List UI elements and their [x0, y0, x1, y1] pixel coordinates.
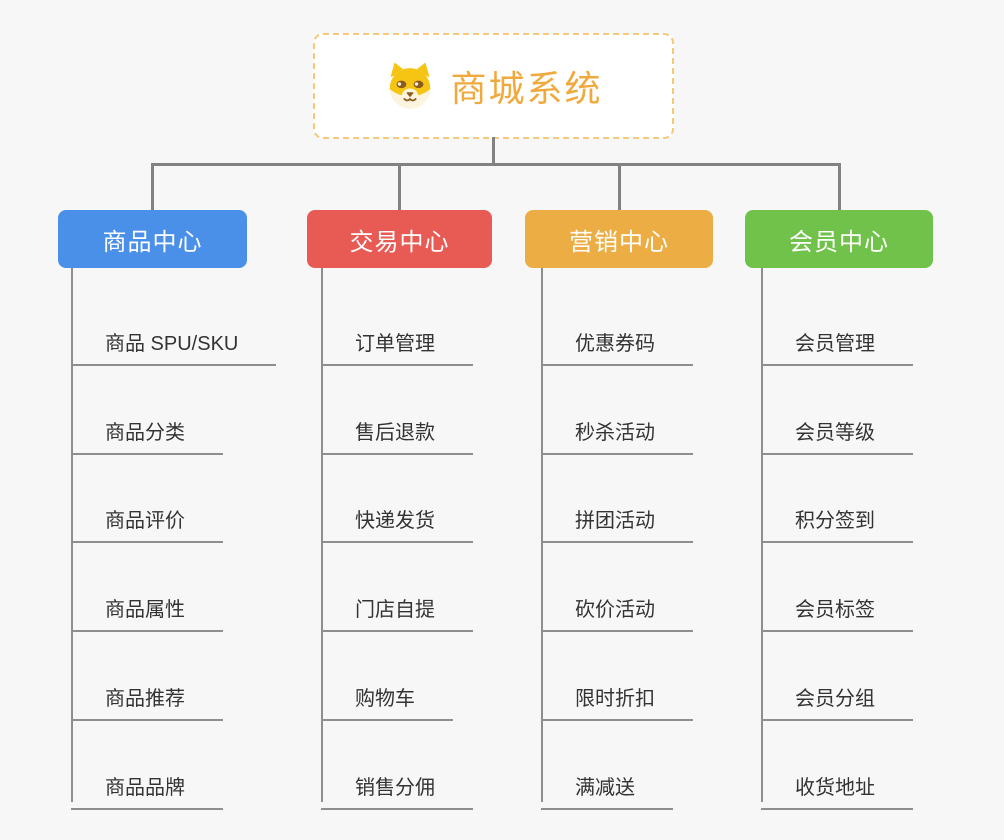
leaf-node[interactable]: 商品推荐: [71, 667, 223, 721]
leaf-node[interactable]: 会员标签: [761, 578, 913, 632]
leaf-node[interactable]: 限时折扣: [541, 667, 693, 721]
leaf-node[interactable]: 优惠券码: [541, 312, 693, 366]
leaf-node[interactable]: 购物车: [321, 667, 453, 721]
branch-node-products[interactable]: 商品中心: [58, 210, 247, 268]
leaf-node[interactable]: 订单管理: [321, 312, 473, 366]
trunk-line-trade: [321, 268, 323, 802]
leaf-node[interactable]: 售后退款: [321, 401, 473, 455]
leaf-node[interactable]: 积分签到: [761, 489, 913, 543]
leaf-node[interactable]: 会员管理: [761, 312, 913, 366]
leaf-node[interactable]: 商品品牌: [71, 756, 223, 810]
root-stem-line: [492, 137, 495, 165]
leaf-node[interactable]: 拼团活动: [541, 489, 693, 543]
leaf-node[interactable]: 商品 SPU/SKU: [71, 312, 277, 366]
leaf-node[interactable]: 商品评价: [71, 489, 223, 543]
leaf-node[interactable]: 满减送: [541, 756, 673, 810]
leaf-node[interactable]: 商品分类: [71, 401, 223, 455]
root-node[interactable]: 商城系统: [313, 33, 674, 139]
leaf-node[interactable]: 收货地址: [761, 756, 913, 810]
trunk-line-marketing: [541, 268, 543, 802]
leaf-node[interactable]: 秒杀活动: [541, 401, 693, 455]
branch-node-marketing[interactable]: 营销中心: [525, 210, 713, 268]
leaf-node[interactable]: 会员等级: [761, 401, 913, 455]
leaf-node[interactable]: 门店自提: [321, 578, 473, 632]
leaf-node[interactable]: 砍价活动: [541, 578, 693, 632]
leaf-node[interactable]: 快递发货: [321, 489, 473, 543]
drop-line-marketing: [618, 163, 621, 211]
branch-node-members[interactable]: 会员中心: [745, 210, 933, 268]
leaf-node[interactable]: 会员分组: [761, 667, 913, 721]
branch-node-trade[interactable]: 交易中心: [307, 210, 492, 268]
root-title: 商城系统: [450, 68, 603, 109]
trunk-line-products: [71, 268, 73, 802]
dog-icon: [384, 60, 436, 112]
leaf-node[interactable]: 商品属性: [71, 578, 223, 632]
drop-line-trade: [398, 163, 401, 211]
trunk-line-members: [761, 268, 763, 802]
branch-horizontal-line: [151, 163, 841, 166]
leaf-node[interactable]: 销售分佣: [321, 756, 473, 810]
drop-line-products: [151, 163, 154, 211]
drop-line-members: [838, 163, 841, 211]
